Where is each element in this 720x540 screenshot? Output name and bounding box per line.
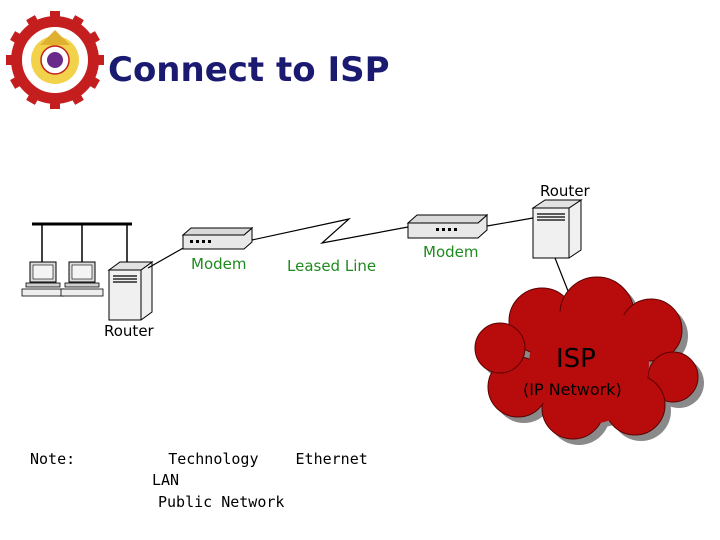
note-word-ethernet: Ethernet	[295, 450, 368, 468]
modem-icon	[181, 226, 254, 250]
leased-line-label: Leased Line	[287, 257, 377, 275]
note-prefix: Note:	[30, 450, 76, 468]
workstation-icon	[60, 261, 104, 297]
modem-label: Modem	[191, 255, 247, 273]
router-tower-icon	[531, 199, 583, 259]
note-word-lan: LAN	[152, 471, 180, 489]
note-word-public-network: Public Network	[158, 493, 285, 511]
note-word-technology: Technology	[168, 450, 259, 468]
university-logo	[6, 11, 104, 109]
isp-sublabel: (IP Network)	[523, 380, 622, 399]
note-line-2: LAN	[152, 471, 179, 489]
isp-cloud	[474, 276, 704, 445]
router-label: Router	[104, 322, 154, 340]
slide-title: Connect to ISP	[108, 50, 390, 90]
modem-label: Modem	[423, 243, 479, 261]
router-label: Router	[540, 182, 590, 200]
isp-label: ISP	[556, 344, 596, 374]
note-line-3: Public Network	[158, 493, 284, 511]
leased-line-link	[251, 217, 409, 244]
workstation-icon	[21, 261, 65, 297]
router-tower-icon	[107, 261, 154, 321]
note-line-1: Note: Technology Ethernet	[30, 450, 368, 468]
lan-bus	[32, 222, 132, 262]
modem-icon	[406, 213, 489, 239]
